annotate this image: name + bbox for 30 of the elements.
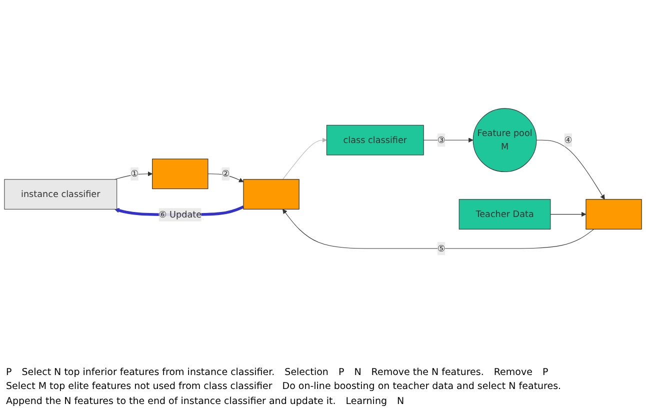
arrow: [282, 209, 594, 249]
edge-label: ④: [564, 134, 572, 146]
edge-label: ③: [437, 134, 446, 146]
edge-label: ⑥ Update: [158, 209, 202, 220]
note-text: Learning: [346, 396, 387, 407]
edge-label: ①: [130, 168, 139, 179]
note-text: P: [338, 366, 344, 378]
note-text: Do on-line boosting on teacher data and select N features.: [282, 381, 562, 393]
note-text: Select M top elite features not used from class classifier: [6, 381, 272, 393]
arrow: [550, 212, 586, 217]
note-text: Select N top inferior features from instance classifier.: [22, 366, 275, 378]
note-text: Remove the N features.: [371, 366, 484, 378]
arrow: [282, 138, 327, 180]
node-box: [586, 199, 642, 230]
note-text: N: [354, 366, 362, 378]
note-text: Selection: [284, 366, 328, 378]
node-box: [243, 179, 300, 210]
note-text: Remove: [494, 366, 532, 378]
note-text: P: [542, 366, 548, 378]
node-circle: Feature pool M: [472, 108, 537, 172]
arrow: [536, 140, 605, 200]
node-box: class classifier: [326, 125, 424, 156]
node-box: [152, 158, 208, 190]
edge-label: ②: [222, 168, 230, 179]
node-box: Teacher Data: [458, 199, 551, 230]
note-text: Append the N features to the end of instance classifier and update it.: [6, 396, 336, 407]
note-text: P: [6, 366, 12, 378]
node-box: instance classifier: [4, 179, 118, 210]
note-text: N: [397, 396, 404, 407]
edge-label: ⑤: [437, 243, 446, 254]
